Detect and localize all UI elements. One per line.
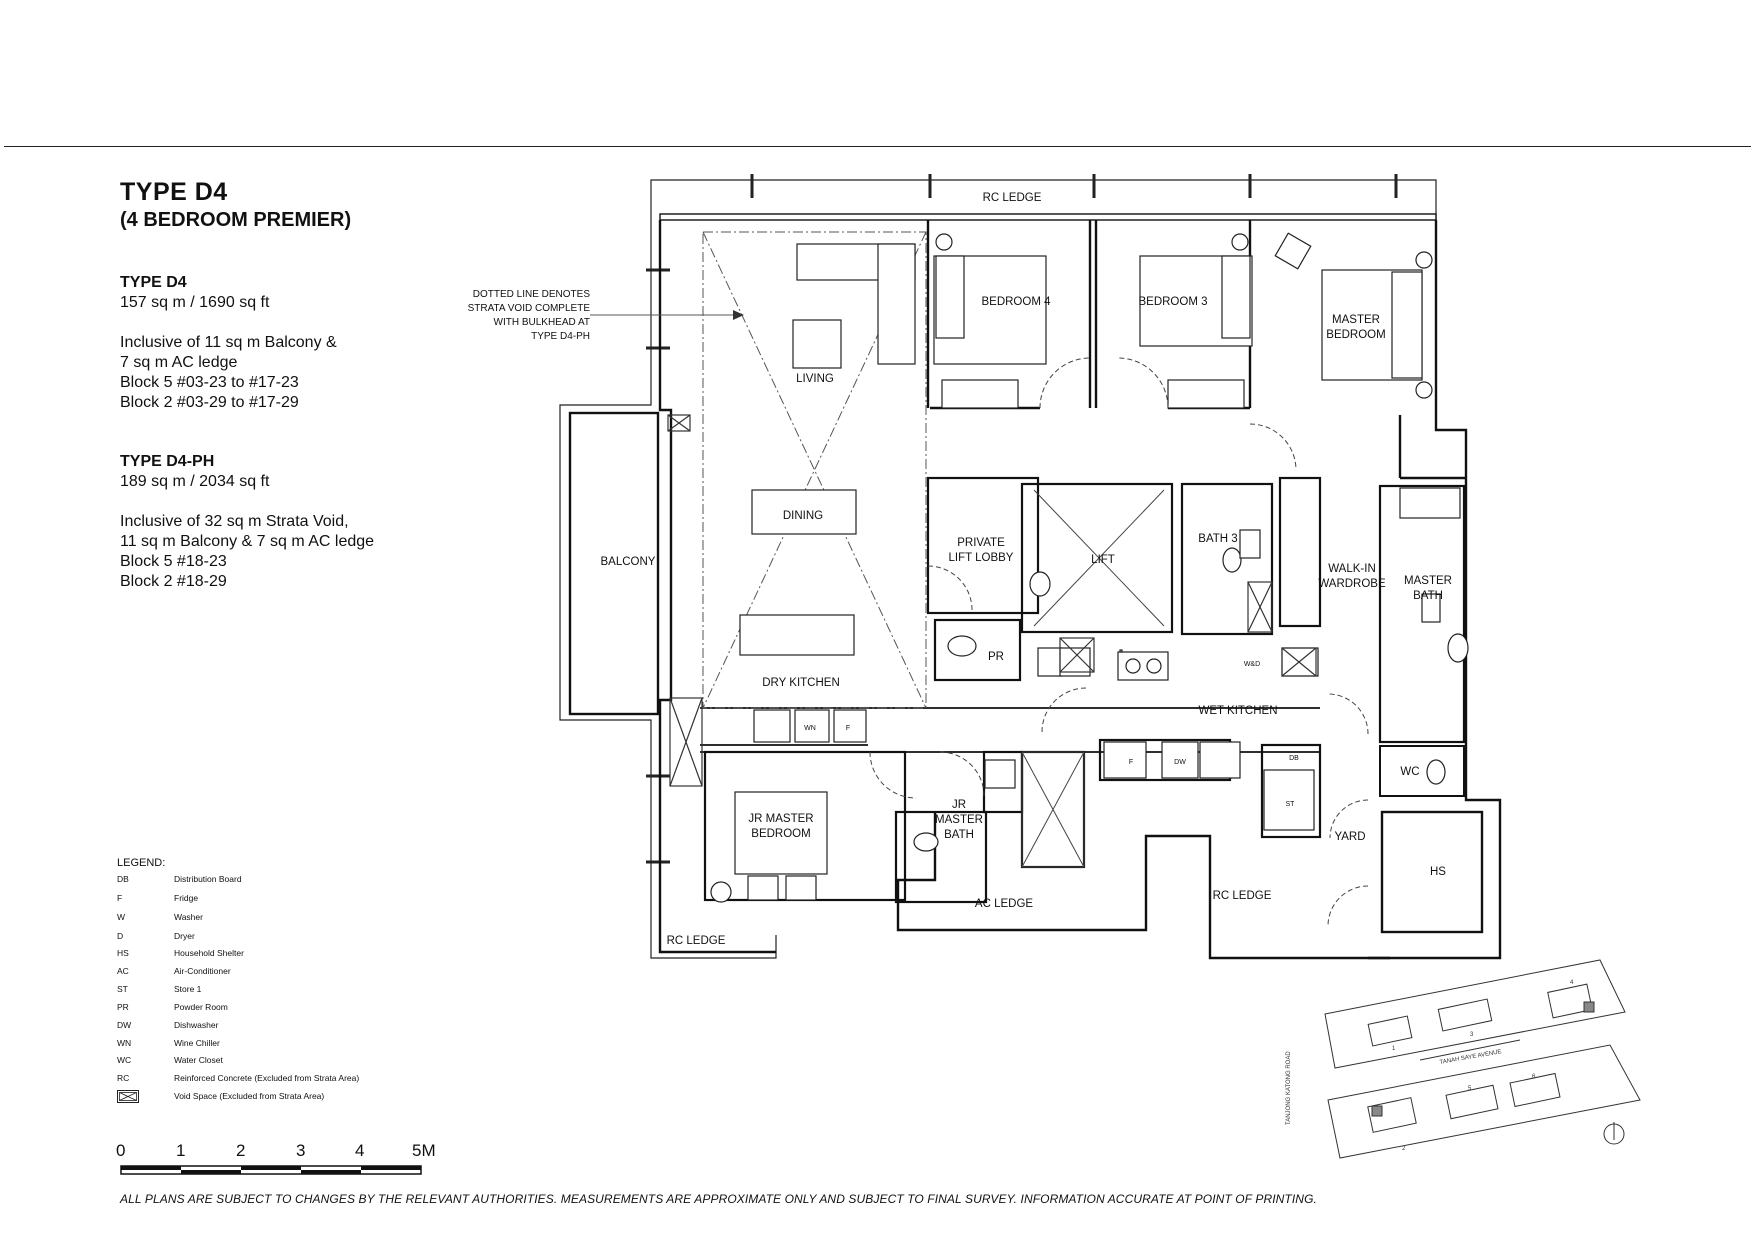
scale-label: 3: [296, 1141, 306, 1160]
scale-label: 0: [116, 1141, 126, 1160]
variant-note: Block 2 #18-29: [120, 573, 227, 590]
variant-title: TYPE D4-PH: [120, 453, 215, 470]
variant-title: TYPE D4: [120, 274, 187, 291]
header-rule: [4, 146, 1751, 147]
site-plan: [1324, 959, 1641, 1159]
variant-note: Inclusive of 11 sq m Balcony &: [120, 334, 337, 351]
outer-left-line: [559, 200, 777, 959]
variant-note: Block 5 #03-23 to #17-23: [120, 374, 299, 391]
variant-d4ph-info: TYPE D4-PH 189 sq m / 2034 sq ft Inclusi…: [120, 452, 374, 592]
scale-label: 1: [176, 1141, 186, 1160]
coffee-table: [792, 319, 842, 369]
legend-title: LEGEND:: [117, 857, 166, 869]
rc-ledge-outline: [650, 179, 1437, 230]
variant-note: Block 5 #18-23: [120, 553, 227, 570]
disclaimer: ALL PLANS ARE SUBJECT TO CHANGES BY THE …: [120, 1192, 1317, 1206]
scale-label: 4: [355, 1141, 365, 1160]
variant-note: Inclusive of 32 sq m Strata Void,: [120, 513, 349, 530]
variant-d4-info: TYPE D4 157 sq m / 1690 sq ft Inclusive …: [120, 273, 337, 413]
variant-note: 11 sq m Balcony & 7 sq m AC ledge: [120, 533, 375, 550]
void-space-icon: [117, 1090, 139, 1105]
jr-master-bed: [734, 791, 828, 875]
scale-label: 5M: [412, 1141, 436, 1160]
balcony-outline: [568, 411, 660, 716]
variant-area: 157 sq m / 1690 sq ft: [120, 294, 270, 311]
kitchen-island: [739, 614, 855, 656]
dining-table: [751, 489, 857, 535]
scale-label: 2: [236, 1141, 246, 1160]
variant-note: 7 sq m AC ledge: [120, 354, 238, 371]
unit-type-subtitle: (4 BEDROOM PREMIER): [120, 209, 352, 231]
unit-type-title: TYPE D4: [120, 178, 228, 206]
variant-note: Block 2 #03-29 to #17-29: [120, 394, 299, 411]
variant-area: 189 sq m / 2034 sq ft: [120, 473, 270, 490]
top-wall: [659, 213, 1437, 221]
